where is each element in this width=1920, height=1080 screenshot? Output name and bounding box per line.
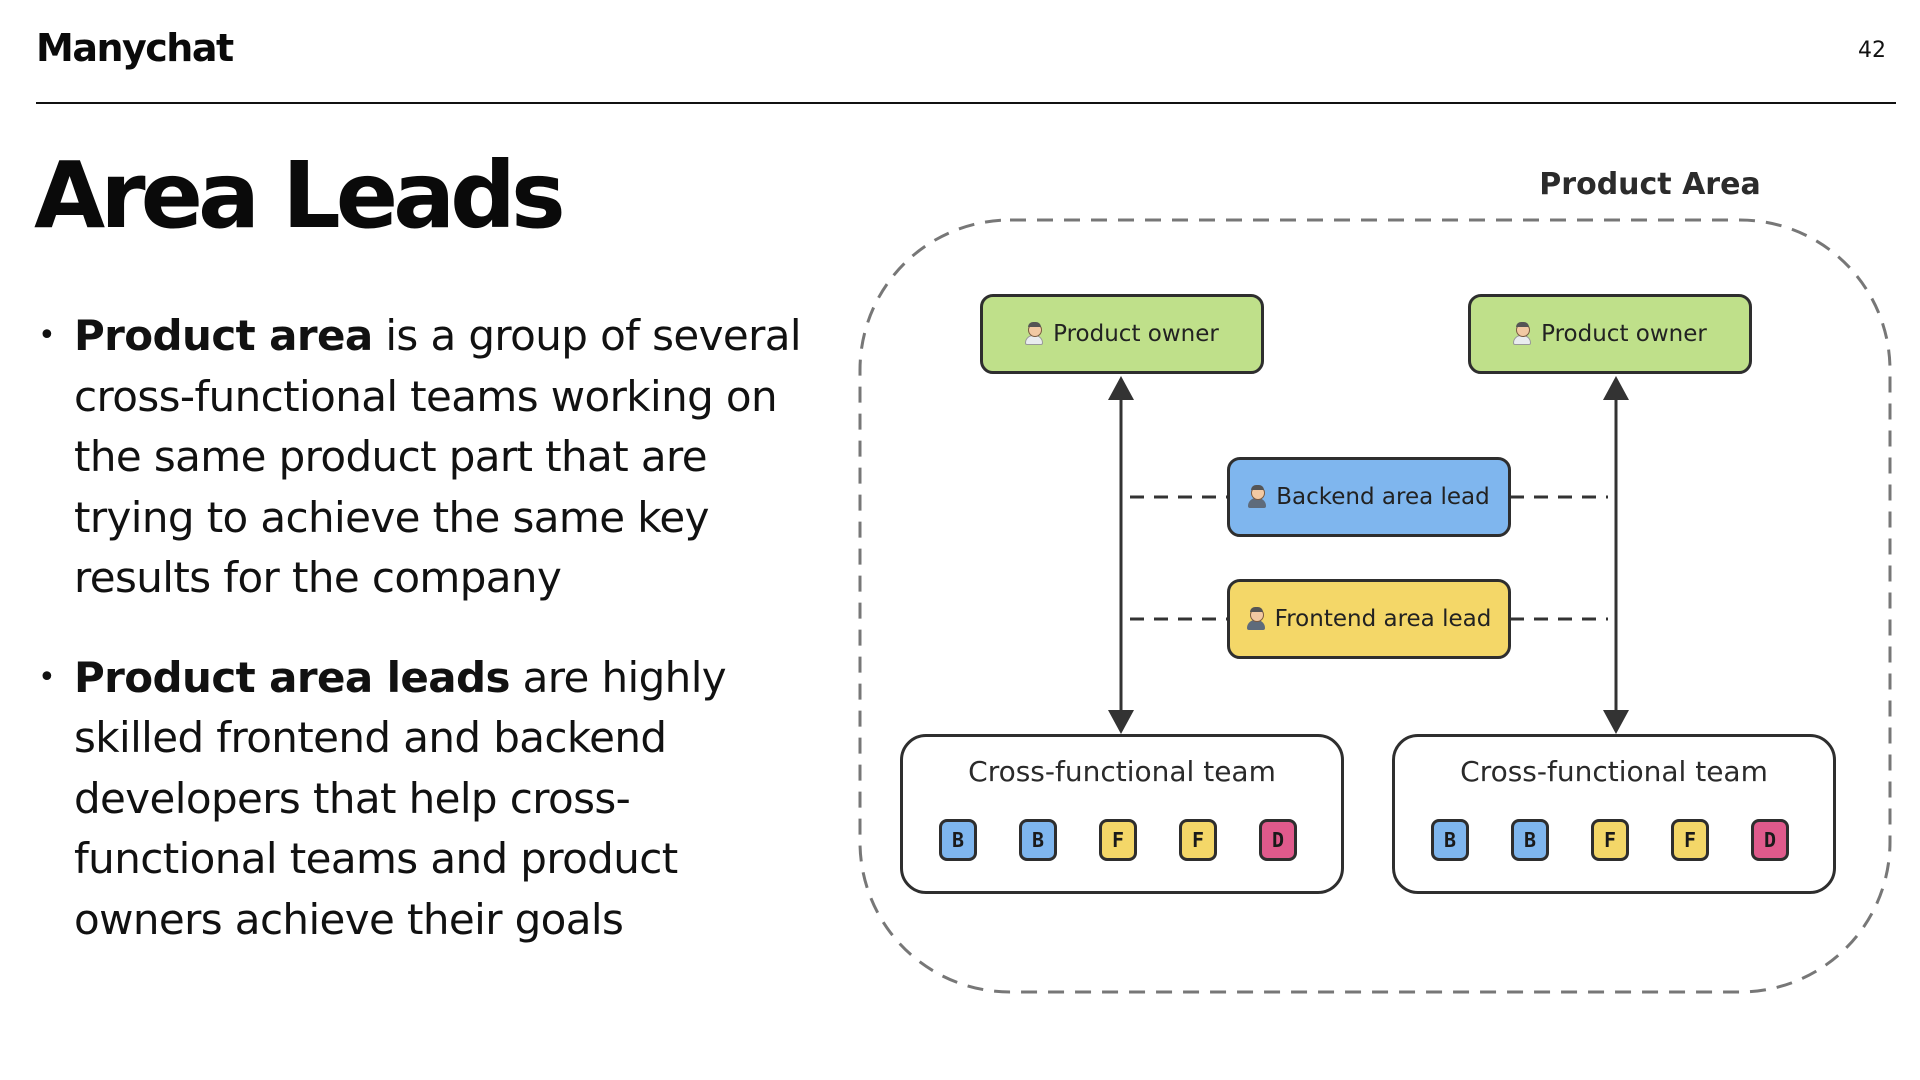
bullet-bold-term: Product area leads — [74, 652, 511, 702]
bullet-list: • Product area is a group of several cros… — [36, 306, 826, 989]
team-members: B B F F D — [1431, 819, 1789, 861]
backend-lead-label: Backend area lead — [1276, 484, 1490, 510]
person-icon — [1248, 485, 1267, 508]
team-members: B B F F D — [939, 819, 1297, 861]
product-owner-label: Product owner — [1053, 321, 1219, 347]
developer-chip-backend: B — [1511, 819, 1549, 861]
product-owner-label: Product owner — [1541, 321, 1707, 347]
developer-chip-design: D — [1259, 819, 1297, 861]
right-arrow-head-down — [1603, 710, 1629, 734]
developer-chip-frontend: F — [1179, 819, 1217, 861]
manychat-logo: Manychat — [36, 26, 234, 70]
bullet-dot-icon: • — [38, 318, 56, 353]
left-arrow-head-down — [1108, 710, 1134, 734]
frontend-lead-label: Frontend area lead — [1274, 606, 1492, 632]
product-area-label: Product Area — [1539, 167, 1761, 202]
product-owner-node-left: Product owner — [980, 294, 1264, 374]
bullet-text: is a group of several cross-functional t… — [74, 311, 802, 602]
cross-functional-team-right: Cross-functional team B B F F D — [1392, 734, 1836, 894]
page-number: 42 — [1858, 38, 1886, 63]
bullet-item-area-leads: • Product area leads are highly skilled f… — [36, 648, 826, 951]
cross-functional-team-left: Cross-functional team B B F F D — [900, 734, 1344, 894]
developer-chip-frontend: F — [1671, 819, 1709, 861]
bullet-bold-term: Product area — [74, 311, 373, 360]
bullet-item-product-area: • Product area is a group of several cros… — [36, 306, 826, 609]
right-arrow-head-up — [1603, 376, 1629, 400]
team-title: Cross-functional team — [1460, 755, 1768, 788]
team-title: Cross-functional team — [968, 755, 1276, 788]
developer-chip-backend: B — [1019, 819, 1057, 861]
developer-chip-backend: B — [939, 819, 977, 861]
bullet-dot-icon: • — [38, 659, 56, 695]
developer-chip-frontend: F — [1591, 819, 1629, 861]
bullet-text: are highly skilled frontend and backend … — [74, 652, 727, 944]
person-icon — [1025, 322, 1044, 345]
backend-area-lead-node: Backend area lead — [1227, 457, 1511, 537]
header-divider — [36, 102, 1896, 104]
page-title: Area Leads — [34, 142, 566, 249]
person-icon — [1246, 607, 1265, 630]
person-icon — [1513, 322, 1532, 345]
developer-chip-design: D — [1751, 819, 1789, 861]
developer-chip-frontend: F — [1099, 819, 1137, 861]
product-owner-node-right: Product owner — [1468, 294, 1752, 374]
frontend-area-lead-node: Frontend area lead — [1227, 579, 1511, 659]
left-arrow-head-up — [1108, 376, 1134, 400]
developer-chip-backend: B — [1431, 819, 1469, 861]
